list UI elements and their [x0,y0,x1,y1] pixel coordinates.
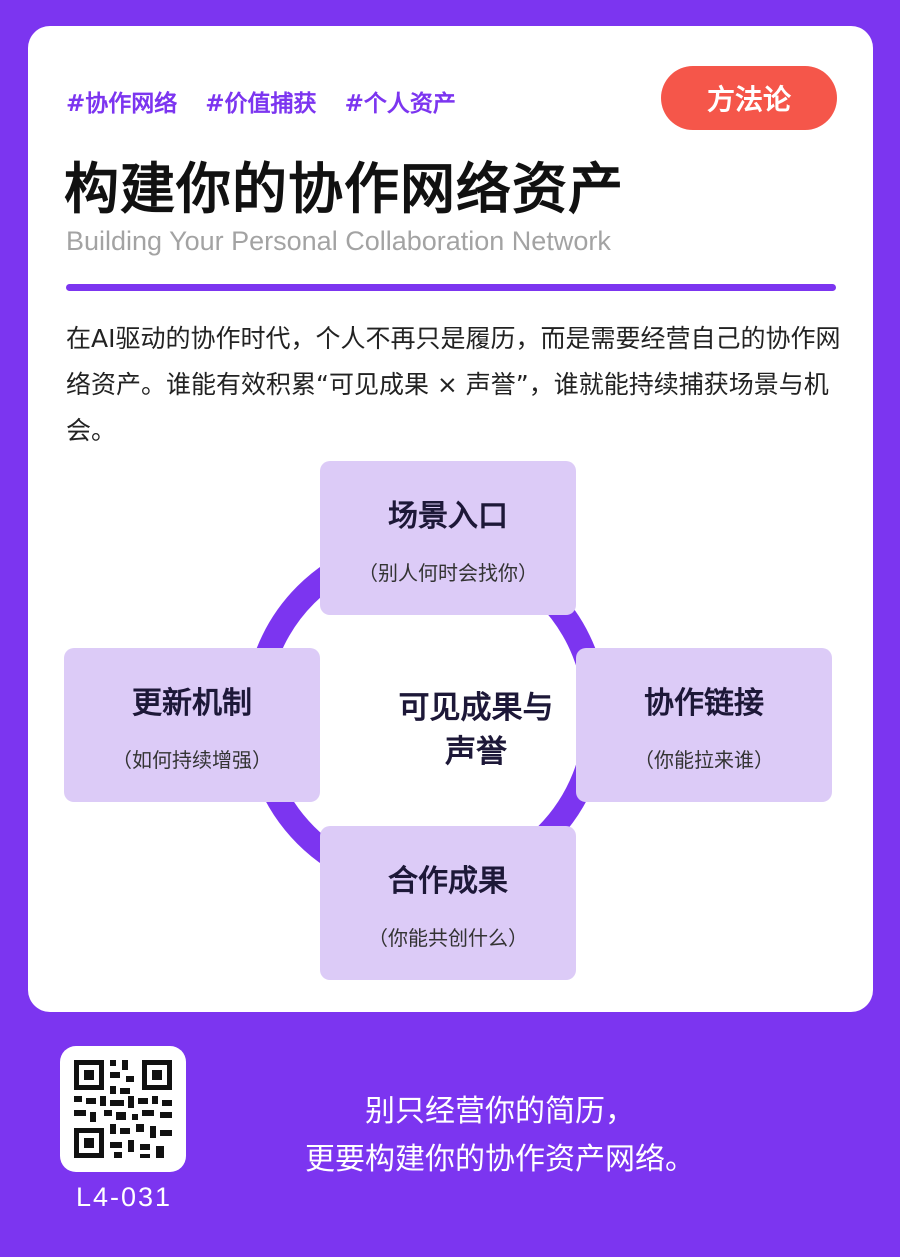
node-coop-result: 合作成果 （你能共创什么） [320,826,576,980]
node-title: 协作链接 [644,685,764,721]
slogan-line-1: 别只经营你的简历， [365,1094,635,1129]
center-line-2: 声誉 [445,734,507,770]
node-title: 合作成果 [388,863,508,899]
page-title: 构建你的协作网络资产 [64,157,625,221]
node-subtitle: （你能拉来谁） [634,747,774,772]
qr-code-graphic [74,1060,172,1158]
node-subtitle: （如何持续增强） [112,747,272,772]
page-subtitle: Building Your Personal Collaboration Net… [66,226,611,256]
title-divider [66,284,836,291]
node-subtitle: （你能共创什么） [368,925,528,950]
diagram-center-label: 可见成果与 声誉 [348,686,604,774]
methodology-badge: 方法论 [661,66,837,130]
tag-personal-assets[interactable]: #个人资产 [344,91,456,117]
node-subtitle: （别人何时会找你） [358,560,538,585]
node-collab-link: 协作链接 （你能拉来谁） [576,648,832,802]
tag-list: #协作网络 #价值捕获 #个人资产 [66,84,456,118]
intro-paragraph: 在AI驱动的协作时代，个人不再只是履历，而是需要经营自己的协作网络资产。谁能有效… [66,324,841,445]
footer-slogan: 别只经营你的简历， 更要构建你的协作资产网络。 [230,1088,770,1184]
tag-collab-network[interactable]: #协作网络 [66,91,178,117]
tag-value-capture[interactable]: #价值捕获 [205,91,317,117]
main-card: #协作网络 #价值捕获 #个人资产 方法论 构建你的协作网络资产 Buildin… [28,26,873,1012]
slogan-line-2: 更要构建你的协作资产网络。 [305,1142,695,1177]
node-title: 场景入口 [388,498,508,534]
node-title: 更新机制 [132,685,252,721]
poster-code: L4-031 [76,1182,173,1212]
qr-code-icon[interactable] [60,1046,186,1172]
node-update-mechanism: 更新机制 （如何持续增强） [64,648,320,802]
node-scene-entry: 场景入口 （别人何时会找你） [320,461,576,615]
center-line-1: 可见成果与 [398,690,554,726]
